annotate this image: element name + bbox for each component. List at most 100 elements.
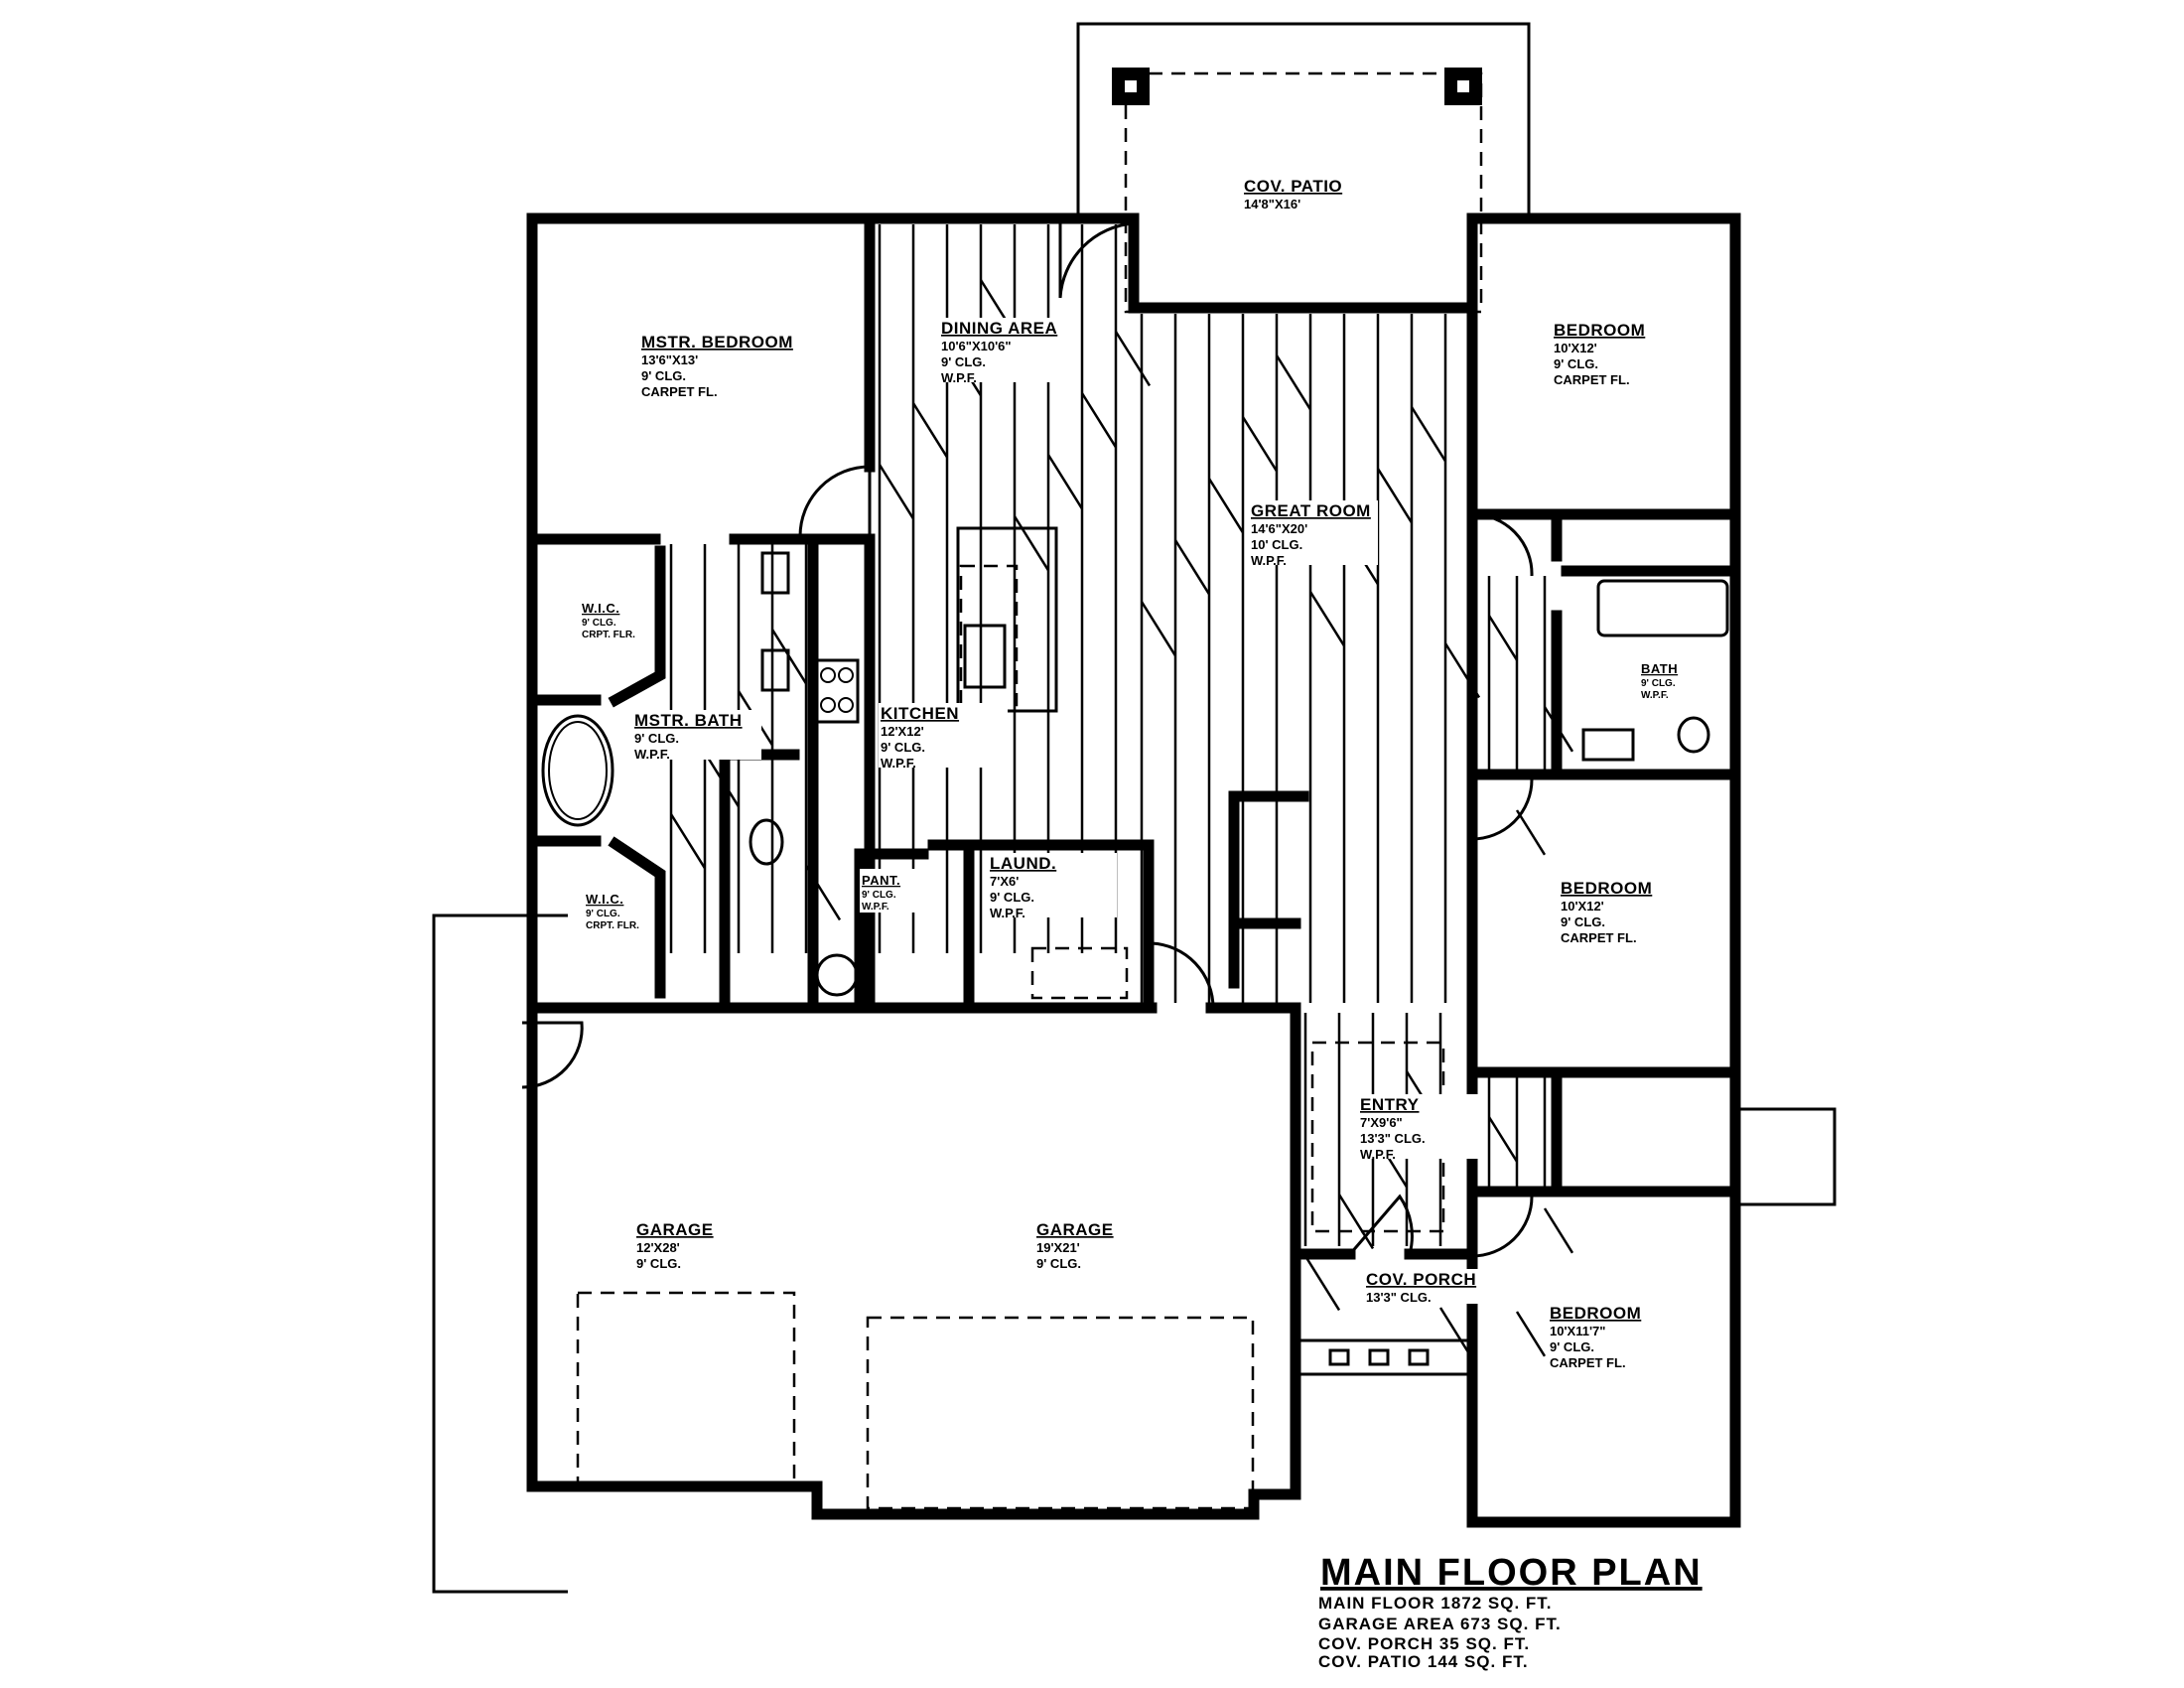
- plan-title: MAIN FLOOR PLAN: [1320, 1552, 1703, 1594]
- garage-bay: [576, 1291, 796, 1485]
- room-info: 14'8"X16': [1244, 197, 1300, 211]
- hatch-line: [1308, 591, 1346, 647]
- room-label: W.I.C.9' CLG.CRPT. FLR.: [580, 597, 649, 640]
- room-info: 9' CLG.: [862, 890, 896, 901]
- plan-stat: COV. PATIO 144 SQ. FT.: [1318, 1652, 1529, 1671]
- door-swing[interactable]: [521, 1021, 584, 1089]
- room-info: 13'6"X13': [641, 352, 698, 367]
- room-label: W.I.C. 9' CLG.CRPT. FLR.: [584, 888, 653, 931]
- room-label: PANT.9' CLG.W.P.F.: [860, 869, 929, 913]
- room-info: 9' CLG.: [990, 890, 1034, 905]
- plan-stat: GARAGE AREA 673 SQ. FT.: [1318, 1615, 1562, 1633]
- room-info: 7'X6': [990, 874, 1019, 889]
- room-info: 9' CLG.: [586, 909, 620, 919]
- room-info: 10' CLG.: [1251, 537, 1302, 552]
- room-info: 9' CLG.: [881, 740, 925, 755]
- room-info: 12'X28': [636, 1240, 680, 1255]
- room-name: GREAT ROOM: [1251, 501, 1371, 520]
- room-info: 9' CLG.: [1641, 678, 1676, 689]
- range: [814, 658, 860, 724]
- hatch-line: [1515, 809, 1547, 856]
- hatch-line: [911, 402, 949, 459]
- room-info: CARPET FL.: [1554, 372, 1630, 387]
- hatch-line: [1543, 1207, 1574, 1254]
- room-info: 10'X11'7": [1550, 1324, 1605, 1338]
- door-swing[interactable]: [1471, 512, 1534, 577]
- room-name: GARAGE: [1036, 1220, 1114, 1239]
- room-info: 9' CLG.: [634, 731, 679, 746]
- toilet: [749, 818, 784, 866]
- room-label: LAUND.7'X6'9' CLG.W.P.F.: [988, 853, 1117, 920]
- bath-vanity: [1581, 728, 1635, 762]
- floor-hatch: [669, 224, 1574, 1363]
- plan-legend: MAIN FLOOR PLAN MAIN FLOOR 1872 SQ. FT. …: [1318, 1552, 1703, 1671]
- room-info: 9' CLG.: [941, 354, 986, 369]
- room-name: BATH: [1641, 661, 1678, 676]
- plan-stat: COV. PORCH 35 SQ. FT.: [1318, 1634, 1530, 1653]
- room-info: CARPET FL.: [1550, 1355, 1626, 1370]
- room-info: 14'6"X20': [1251, 521, 1307, 536]
- room-info: 10'X12': [1554, 341, 1597, 355]
- doors: [521, 218, 1534, 1258]
- room-info: CARPET FL.: [641, 384, 718, 399]
- room-name: ENTRY: [1360, 1095, 1420, 1114]
- room-info: 13'3" CLG.: [1360, 1131, 1426, 1146]
- room-name: MSTR. BEDROOM: [641, 333, 793, 352]
- hatch-line: [1046, 454, 1084, 510]
- hatch-line: [1487, 615, 1519, 661]
- hatch-line: [878, 464, 915, 520]
- room-info: 9' CLG.: [1561, 914, 1605, 929]
- hatch-line: [1173, 539, 1211, 596]
- hatch-line: [1487, 1116, 1519, 1163]
- room-info: 7'X9'6": [1360, 1115, 1403, 1130]
- room-name: BEDROOM: [1554, 321, 1645, 340]
- room-info: W.P.F.: [941, 370, 977, 385]
- hatch-line: [1114, 331, 1152, 387]
- bath-tub: [1596, 579, 1729, 637]
- room-info: CRPT. FLR.: [586, 920, 639, 931]
- room-info: W.P.F.: [634, 747, 670, 762]
- room-info: W.P.F.: [1251, 553, 1287, 568]
- room-name: W.I.C.: [586, 892, 623, 907]
- hatch-line: [1376, 468, 1414, 524]
- room-info: W.P.F.: [990, 906, 1025, 920]
- room-name: COV. PORCH: [1366, 1270, 1476, 1289]
- room-info: W.P.F.: [881, 756, 916, 771]
- room-name: COV. PATIO: [1244, 177, 1342, 196]
- room-name: KITCHEN: [881, 704, 959, 723]
- door-swing[interactable]: [1348, 1194, 1414, 1255]
- room-info: CARPET FL.: [1561, 930, 1637, 945]
- toilet: [1677, 716, 1710, 754]
- garage-bay: [866, 1316, 1255, 1510]
- hatch-line: [1207, 478, 1245, 534]
- room-info: W.P.F.: [1360, 1147, 1396, 1162]
- door-swing[interactable]: [1471, 1196, 1534, 1258]
- door-swing[interactable]: [1150, 941, 1215, 1009]
- door-swing[interactable]: [798, 465, 872, 537]
- hatch-line: [1275, 354, 1312, 411]
- room-info: CRPT. FLR.: [582, 630, 635, 640]
- room-info: 10'X12': [1561, 899, 1604, 914]
- room-info: 10'6"X10'6": [941, 339, 1012, 353]
- water-heater: [815, 953, 859, 997]
- island-sink: [963, 624, 1007, 689]
- door-swing[interactable]: [1058, 218, 1135, 299]
- plan-stat: MAIN FLOOR 1872 SQ. FT.: [1318, 1594, 1553, 1613]
- room-info: W.P.F.: [862, 902, 889, 913]
- door-swing[interactable]: [1471, 778, 1534, 841]
- room-name: W.I.C.: [582, 601, 619, 616]
- bump-out: [1733, 1107, 1837, 1206]
- site-outline: [432, 914, 568, 1594]
